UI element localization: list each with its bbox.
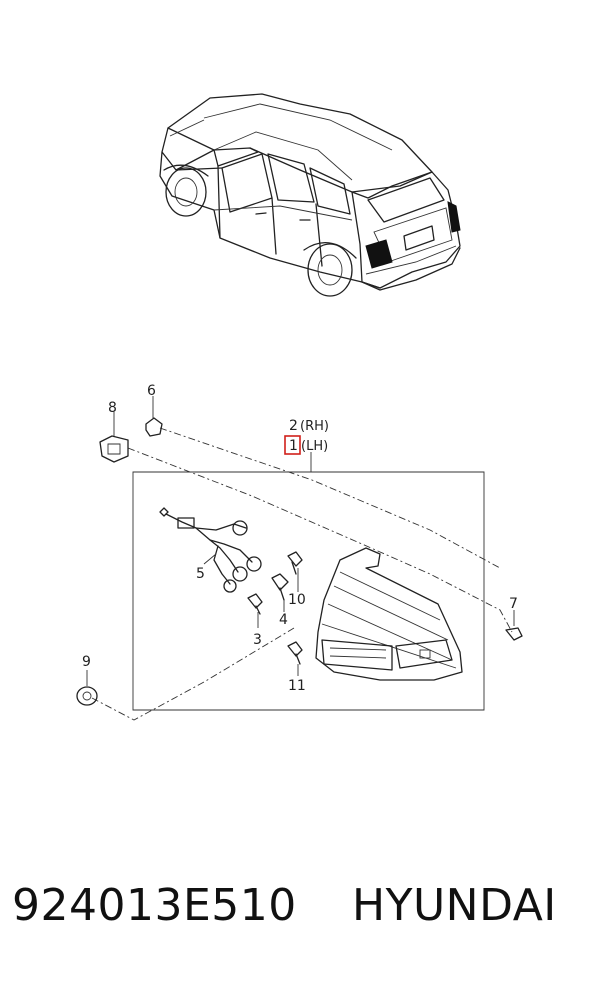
callout-4: 4 <box>279 612 288 628</box>
part-9-grommet <box>76 670 98 706</box>
part-number: 924013E510 <box>12 880 297 931</box>
callout-2-side: (RH) <box>300 419 329 434</box>
assembly-frame <box>132 471 485 711</box>
part-5-wiring-harness <box>159 507 262 593</box>
callout-8: 8 <box>108 400 117 416</box>
footer-caption: 924013E510 HYUNDAI <box>0 870 600 950</box>
part-7-screw <box>505 610 523 641</box>
callout-9: 9 <box>82 654 91 670</box>
callout-10: 10 <box>288 592 306 608</box>
callout-1-highlight-box <box>284 435 301 455</box>
part-6-clip <box>145 396 163 437</box>
part-4-bulb <box>271 573 289 612</box>
part-11-bulb <box>287 641 303 676</box>
callout-labels: 8 6 2 (RH) 1 (LH) 5 10 4 3 11 7 9 <box>82 383 518 694</box>
part-1-tail-lamp <box>315 547 463 681</box>
callout-1: 1 <box>289 438 298 454</box>
callout-11: 11 <box>288 678 306 694</box>
part-10-bulb <box>287 551 303 592</box>
brand-name: HYUNDAI <box>352 880 557 931</box>
callout-2: 2 <box>289 418 298 434</box>
part-3-bulb <box>247 593 263 628</box>
callout-3: 3 <box>253 632 262 648</box>
callout-5: 5 <box>196 566 205 582</box>
exploded-view <box>76 396 523 721</box>
callout-1-side: (LH) <box>301 439 328 454</box>
callout-7: 7 <box>509 596 518 612</box>
suv-illustration <box>159 93 461 297</box>
part-8-connector <box>99 412 129 463</box>
callout-6: 6 <box>147 383 156 399</box>
